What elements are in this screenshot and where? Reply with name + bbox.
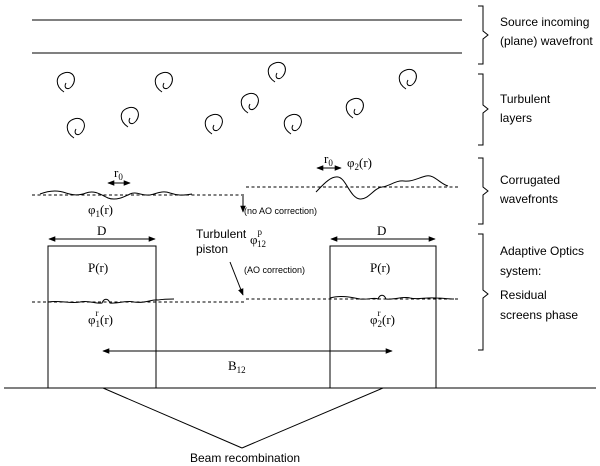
turbulent-piston-label-line2: piston bbox=[196, 242, 228, 256]
ao-label-line3: Residual bbox=[500, 288, 547, 302]
baseline-label: B12 bbox=[228, 358, 246, 375]
eddy-3 bbox=[267, 61, 286, 83]
r0-label-1: r0 bbox=[114, 165, 123, 182]
ao-label-line2: system: bbox=[500, 264, 541, 278]
eddy-9 bbox=[283, 113, 302, 135]
piston-arrow-ao bbox=[229, 261, 244, 296]
ao-label-line1: Adaptive Optics bbox=[500, 244, 584, 258]
corrugated-wavefront-1 bbox=[39, 190, 193, 200]
eddy-2 bbox=[154, 71, 173, 93]
pupil-function-label-2: P(r) bbox=[370, 260, 390, 275]
eddy-10 bbox=[345, 97, 364, 119]
eddy-7 bbox=[204, 113, 223, 135]
beam-line-2 bbox=[241, 387, 384, 449]
pupil-function-label-1: P(r) bbox=[88, 260, 108, 275]
eddy-8 bbox=[240, 92, 259, 114]
eddy-4 bbox=[398, 68, 417, 90]
beam-recombination-label: Beam recombination bbox=[190, 451, 300, 465]
diameter-label-2: D bbox=[377, 223, 386, 238]
phi2-label: φ2(r) bbox=[347, 155, 372, 172]
phi1-label: φ1(r) bbox=[88, 202, 113, 219]
ao-correction-label: (AO correction) bbox=[244, 265, 305, 275]
residual-phase-screen-1 bbox=[47, 298, 175, 304]
diameter-label-1: D bbox=[97, 223, 106, 238]
turbulent-layers-label-line1: Turbulent bbox=[500, 92, 551, 106]
ao-system-brace bbox=[478, 233, 489, 351]
eddy-6 bbox=[120, 106, 139, 128]
corrugated-brace bbox=[478, 157, 489, 225]
residual-phase-screen-2 bbox=[329, 294, 455, 300]
corrugated-wavefront-2 bbox=[315, 175, 449, 200]
corrugated-label-line1: Corrugated bbox=[500, 173, 560, 187]
turbulent-eddies bbox=[56, 61, 417, 139]
eddy-5 bbox=[66, 117, 85, 139]
r0-label-2: r0 bbox=[324, 151, 333, 168]
turbulent-layers-brace bbox=[478, 73, 489, 146]
ao-label-line4: screens phase bbox=[500, 308, 578, 322]
source-label-line1: Source incoming bbox=[500, 15, 589, 29]
turbulent-layers-label-line2: layers bbox=[500, 111, 532, 125]
corrugated-label-line2: wavefronts bbox=[499, 192, 558, 206]
source-label-line2: (plane) wavefront bbox=[500, 34, 593, 48]
eddy-1 bbox=[56, 71, 75, 93]
turbulent-piston-label-line1: Turbulent bbox=[196, 227, 247, 241]
beam-line-1 bbox=[102, 387, 243, 449]
no-ao-correction-label: (no AO correction) bbox=[244, 206, 317, 216]
source-brace bbox=[478, 5, 489, 65]
